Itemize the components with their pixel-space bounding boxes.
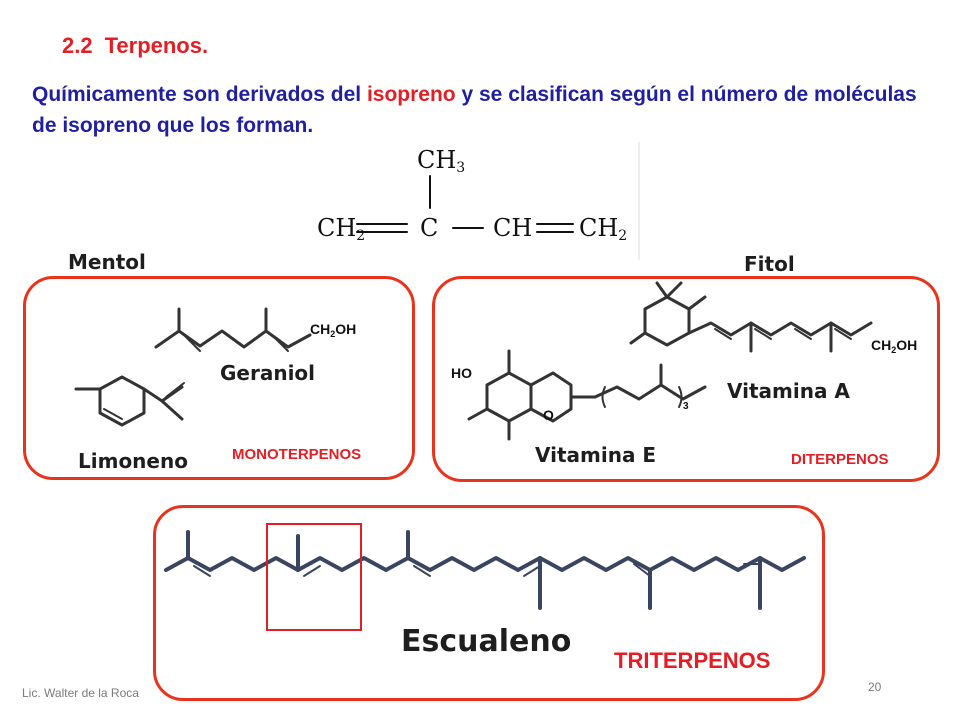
squalene-structure — [164, 523, 806, 631]
right-ch2-group: CH2 — [579, 214, 628, 244]
triterpenes-card: Escualeno TRITERPENOS — [153, 505, 825, 701]
mentol-label: Mentol — [68, 250, 146, 274]
monoterpenes-category: MONOTERPENOS — [232, 446, 362, 463]
intro-text-part1: Químicamente son derivados del — [32, 83, 362, 106]
footer-author: Lic. Walter de la Roca — [22, 686, 139, 700]
methyl-group: CH3 — [417, 146, 466, 176]
central-carbon: C — [420, 214, 439, 242]
footer-page-number: 20 — [868, 680, 882, 694]
vitamin-e-label: Vitamina E — [535, 443, 657, 467]
isoprene-unit-highlight-box — [266, 523, 362, 631]
geraniol-ch2oh: CH2OH — [310, 321, 357, 339]
section-number: 2.2 — [62, 33, 93, 58]
intro-paragraph: Químicamente son derivados del isopreno … — [32, 79, 942, 141]
monoterpenes-card: CH2OH Geraniol Limoneno MONOTERPENOS — [23, 276, 415, 480]
vitamin-e-structure — [467, 349, 707, 441]
limonene-label: Limoneno — [78, 449, 188, 473]
section-title-text: Terpenos. — [104, 33, 209, 58]
vitamin-e-ho: HO — [451, 365, 472, 381]
triterpenes-category: TRITERPENOS — [614, 648, 771, 673]
vitamin-a-structure — [629, 281, 873, 353]
vitamin-e-ring-oxygen: O — [543, 407, 554, 423]
intro-text-part2: y se clasifican según el número de moléc… — [32, 83, 917, 137]
section-title: 2.2 Terpenos. — [62, 33, 208, 59]
geraniol-label: Geraniol — [220, 361, 316, 385]
ch-group: CH — [493, 214, 533, 242]
vitamin-e-repeat-count: 3 — [683, 401, 689, 412]
fitol-label: Fitol — [744, 252, 795, 276]
isoprene-formula-bonds — [356, 142, 640, 260]
intro-highlight-isopreno: isopreno — [366, 83, 456, 106]
geraniol-structure — [154, 307, 312, 352]
escualeno-label: Escualeno — [401, 624, 572, 659]
vitamin-a-ch2oh: CH2OH — [871, 337, 918, 355]
isoprene-formula: CH3 CH2 C CH CH2 — [305, 142, 641, 260]
vitamin-a-label: Vitamina A — [727, 379, 850, 403]
limonene-structure — [74, 375, 185, 427]
diterpenes-category: DITERPENOS — [791, 451, 889, 468]
diterpenes-card: HO O 3 CH2OH Vitamina A Vitamina E DITER… — [432, 276, 940, 482]
left-ch2-group: CH2 — [317, 214, 366, 244]
